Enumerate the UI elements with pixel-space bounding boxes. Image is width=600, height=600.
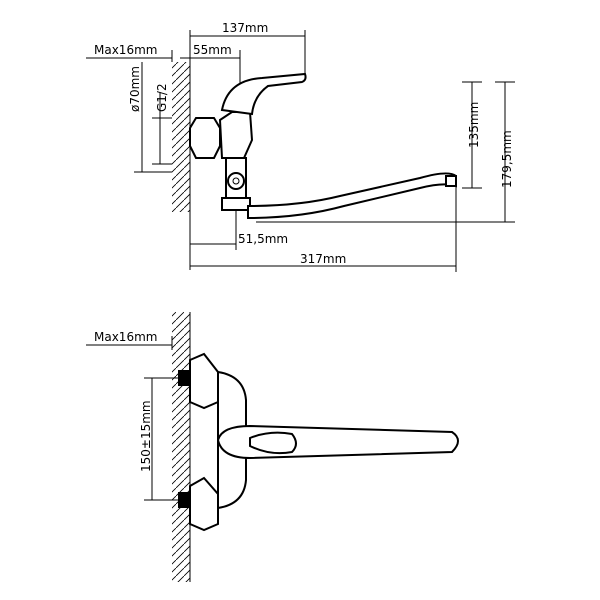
- inlet-lower: [178, 492, 190, 508]
- body-top: [218, 111, 254, 159]
- dim-317: 317mm: [300, 252, 346, 266]
- dim-137: 137mm: [222, 21, 268, 35]
- dim-70: ø70mm: [128, 66, 142, 112]
- aerator-top: [445, 175, 457, 187]
- top-view: 137mm Max16mm 55mm ø70mm G1/2 135mm: [86, 21, 515, 272]
- dim-1795: 179,5mm: [500, 130, 514, 188]
- dim-135: 135mm: [467, 102, 481, 148]
- bottom-view: Max16mm 150±15mm: [86, 312, 459, 582]
- nut-upper: [189, 352, 219, 410]
- inlet-upper: [178, 370, 190, 386]
- dim-max16-bottom: Max16mm: [94, 330, 157, 344]
- dim-515: 51,5mm: [238, 232, 288, 246]
- dim-g12: G1/2: [155, 83, 169, 112]
- wall-top: [172, 62, 190, 212]
- handle-top: [220, 72, 307, 116]
- valve-knob: [227, 172, 245, 190]
- dim-max16-top: Max16mm: [94, 43, 157, 57]
- nut-lower: [189, 476, 219, 532]
- handle-grip: [249, 431, 297, 455]
- spout-top: [247, 172, 457, 220]
- dim-55: 55mm: [193, 43, 232, 57]
- wall-bottom: [172, 312, 190, 582]
- nut-top: [189, 117, 221, 159]
- valve-nut: [221, 197, 251, 211]
- dim-150: 150±15mm: [139, 400, 153, 472]
